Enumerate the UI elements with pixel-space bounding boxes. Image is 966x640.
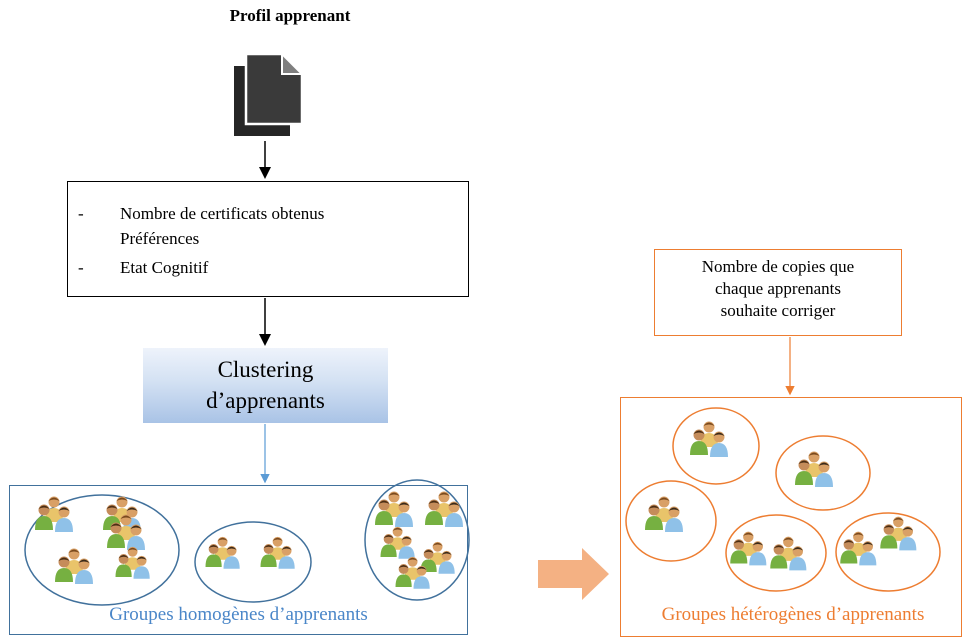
clustering-box: Clustering d’apprenants [143, 348, 388, 423]
heterogeneous-group-ellipse [835, 512, 941, 592]
criteria-item-preferences: Préférences [120, 229, 200, 248]
people-group-icon [205, 536, 240, 569]
bullet-dash: - [78, 204, 84, 223]
people-group-icon [645, 496, 683, 532]
people-group-icon [103, 496, 141, 532]
people-group-icon [107, 514, 145, 550]
people-group-icon [375, 491, 413, 527]
bullet-dash: - [78, 258, 84, 277]
people-group-icon [770, 536, 807, 571]
people-group-icon [880, 516, 917, 551]
people-group-icon [395, 556, 430, 589]
heterogeneous-group-ellipse [672, 407, 760, 485]
heterogeneous-group-ellipse [625, 480, 717, 562]
arrow-right-icon [538, 548, 609, 600]
copies-box: Nombre de copies que chaque apprenants s… [654, 249, 902, 336]
people-group-icon [260, 536, 295, 569]
people-group-icon [115, 546, 150, 579]
homogeneous-groups-label: Groupes homogènes d’apprenants [109, 604, 368, 625]
heterogeneous-groups-label: Groupes hétérogènes d’apprenants [661, 604, 925, 625]
people-group-icon [380, 526, 415, 559]
people-group-icon [425, 491, 463, 527]
clustering-label-line1: Clustering [217, 357, 314, 382]
criteria-item-certificats: Nombre de certificats obtenus [120, 204, 325, 223]
people-group-icon [55, 548, 93, 584]
heterogeneous-group-ellipse [775, 435, 871, 511]
heterogeneous-group-ellipse [725, 514, 827, 592]
criteria-item-etat-cognitif: Etat Cognitif [120, 258, 209, 277]
diagram-title: Profil apprenant [229, 6, 351, 25]
homogeneous-group-ellipse [194, 521, 312, 603]
homogeneous-group-ellipse [364, 479, 470, 601]
homogeneous-group-ellipse [24, 494, 180, 606]
copies-label-line2: chaque apprenants [714, 279, 842, 298]
homogeneous-groups-frame [9, 485, 468, 635]
criteria-box: - Nombre de certificats obtenus Préféren… [67, 181, 469, 297]
people-group-icon [35, 496, 73, 532]
people-group-icon [420, 541, 455, 574]
people-group-icon [840, 531, 877, 566]
people-group-icon [690, 421, 728, 457]
heterogeneous-groups-frame [620, 397, 962, 637]
copies-label-line1: Nombre de copies que [701, 257, 855, 276]
copies-label-line3: souhaite corriger [720, 301, 836, 320]
document-icon [234, 52, 304, 136]
people-group-icon [795, 451, 833, 487]
people-group-icon [730, 531, 767, 566]
clustering-label-line2: d’apprenants [206, 388, 325, 413]
